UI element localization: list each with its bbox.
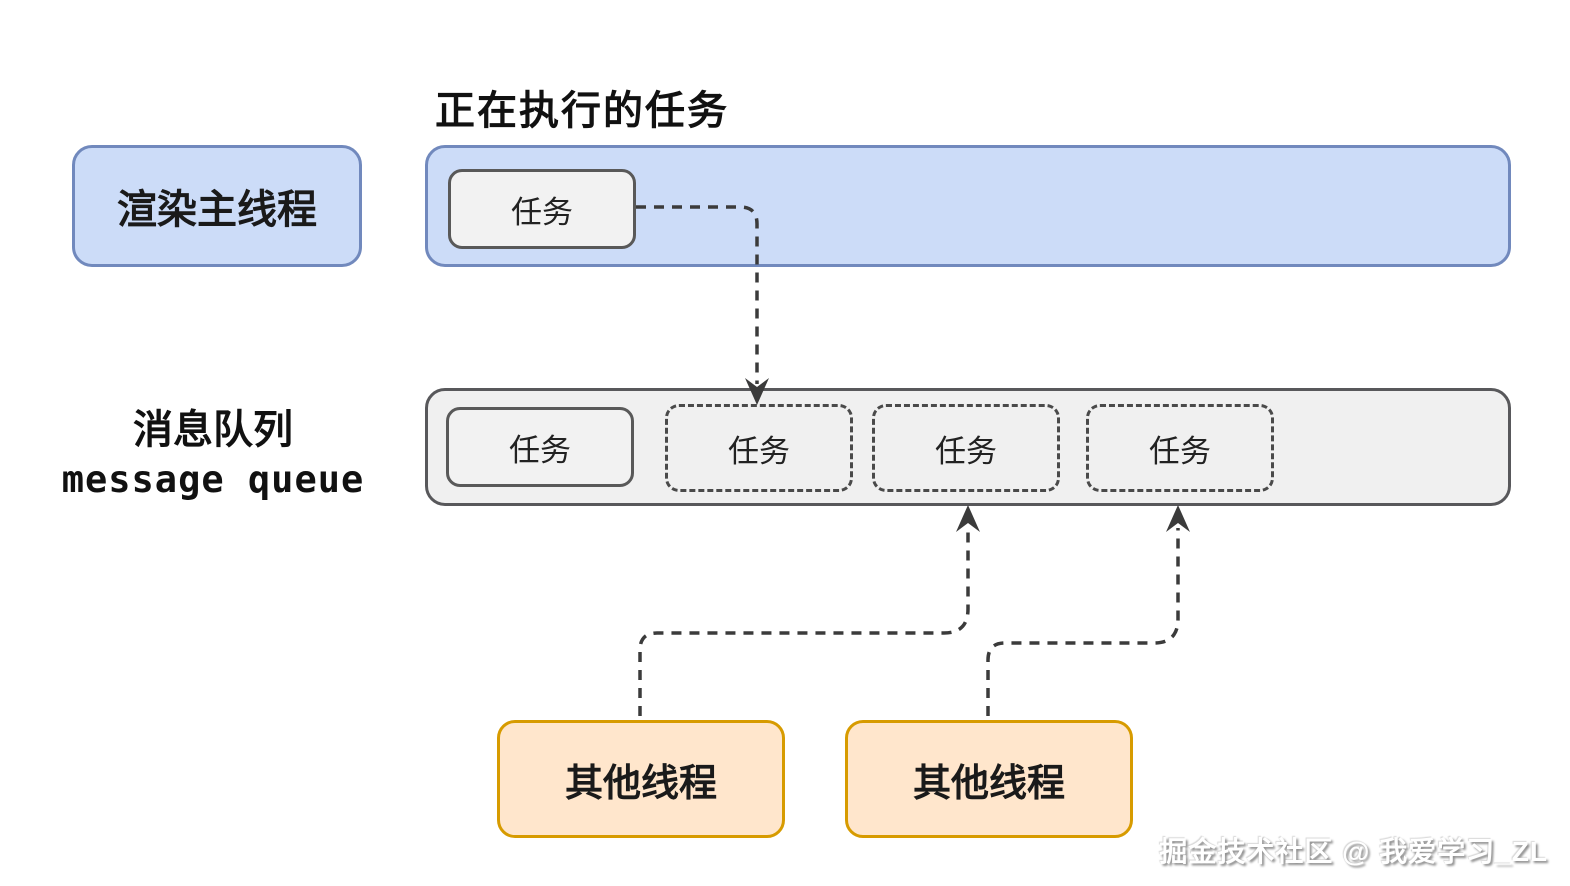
task-label: 任务 [728, 433, 790, 469]
arrowhead-up-icon [956, 505, 980, 532]
watermark: 掘金技术社区 @ 我爱学习_ZL [1159, 836, 1548, 867]
other-thread-label: 其他线程 [564, 762, 717, 805]
queue-label-zh: 消息队列 [133, 408, 293, 452]
main-thread-label: 渲染主线程 [117, 188, 317, 232]
executing-task-box: 任务 [448, 169, 636, 249]
other-thread-box-1: 其他线程 [497, 720, 785, 838]
other-thread-label: 其他线程 [912, 762, 1065, 805]
task-label: 任务 [509, 432, 571, 468]
arrow-thread2-to-queue [986, 528, 1180, 716]
diagram-title: 正在执行的任务 [435, 89, 729, 133]
queued-task-box-4: 任务 [1086, 404, 1274, 492]
arrow-thread1-to-queue [638, 528, 970, 716]
executing-track: 任务 [425, 145, 1511, 267]
main-thread-box: 渲染主线程 [72, 145, 362, 267]
task-label: 任务 [511, 194, 573, 230]
arrowhead-up-icon [1166, 505, 1190, 532]
task-label: 任务 [1149, 433, 1211, 469]
message-queue-track: 任务 任务 任务 任务 [425, 388, 1511, 506]
queued-task-box-2: 任务 [665, 404, 853, 492]
task-label: 任务 [935, 433, 997, 469]
queue-label: 消息队列 message queue [38, 406, 388, 506]
other-thread-box-2: 其他线程 [845, 720, 1133, 838]
queued-task-box-3: 任务 [872, 404, 1060, 492]
queue-label-en: message queue [61, 458, 365, 501]
queued-task-box-1: 任务 [446, 407, 634, 487]
